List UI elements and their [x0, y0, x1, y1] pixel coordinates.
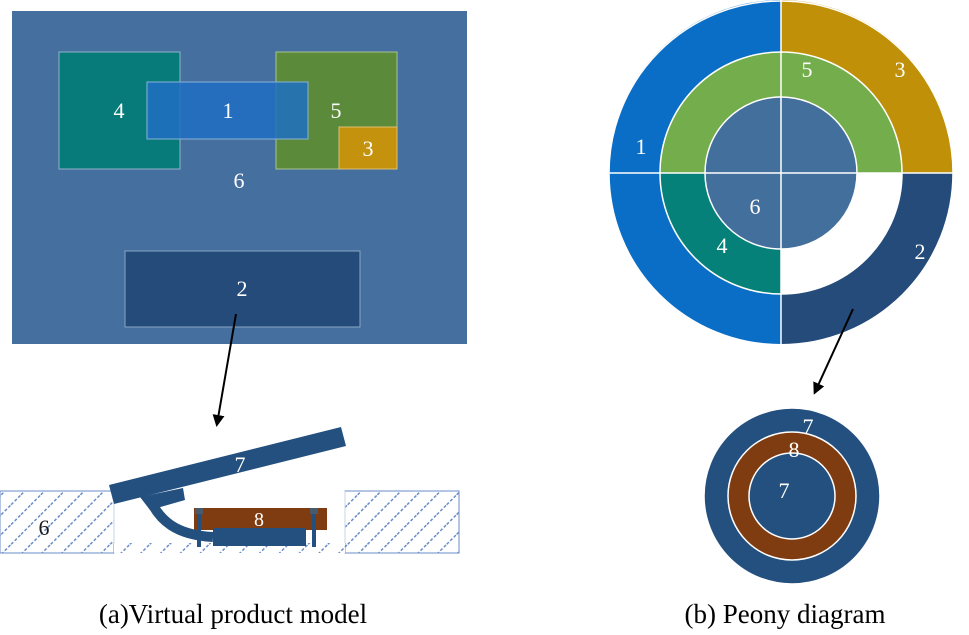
virtual-product-model: 4 1 5 3 6 2 7 8 6 (a)Virtual produ	[0, 11, 467, 629]
label-part-6-detail: 6	[39, 515, 50, 540]
base-floor	[114, 543, 345, 553]
hinge-block	[140, 488, 185, 510]
peony-detail: 7 8 7	[703, 407, 881, 585]
caption-virtual-product-model: (a)Virtual product model	[99, 599, 367, 629]
label-detail-inner-7: 7	[779, 478, 790, 503]
label-ring-1: 1	[636, 134, 647, 159]
part-1-block	[146, 81, 309, 140]
label-part-2: 2	[237, 276, 248, 301]
label-ring-5: 5	[802, 57, 813, 82]
label-part-3: 3	[363, 136, 374, 161]
arrow-to-detail-b	[813, 308, 854, 395]
label-ring-6: 6	[750, 194, 761, 219]
label-detail-ring-8: 8	[789, 437, 800, 462]
label-ring-2: 2	[915, 239, 926, 264]
label-part-8-detail: 8	[254, 509, 264, 531]
pin-cap-left	[195, 508, 203, 514]
label-part-7-detail: 7	[235, 452, 246, 477]
detail-inner-7	[748, 452, 836, 540]
hatched-base-right	[344, 490, 460, 554]
pin-right	[312, 510, 316, 547]
label-part-4: 4	[114, 98, 125, 123]
peony-diagram: 1 3 5 6 4 2 7 8 7 (b) Peony diagram	[608, 0, 954, 629]
part-2-block	[124, 250, 361, 328]
hatched-base-left	[0, 490, 115, 554]
arrow-to-detail-a	[212, 313, 237, 427]
label-ring-3: 3	[895, 57, 906, 82]
pin-left	[197, 510, 201, 547]
label-ring-4: 4	[717, 233, 728, 258]
caption-peony-diagram: (b) Peony diagram	[685, 599, 886, 629]
label-part-5: 5	[331, 98, 342, 123]
part-8-board	[194, 508, 327, 530]
part-3-block	[338, 126, 398, 170]
label-detail-outer-7: 7	[803, 414, 814, 439]
label-part-6: 6	[234, 168, 245, 193]
part-7-lever	[109, 427, 346, 504]
lower-block	[213, 528, 306, 546]
pin-cap-right	[310, 508, 318, 514]
part-2-detail-section: 7 8 6	[0, 427, 460, 554]
label-part-1: 1	[223, 98, 234, 123]
